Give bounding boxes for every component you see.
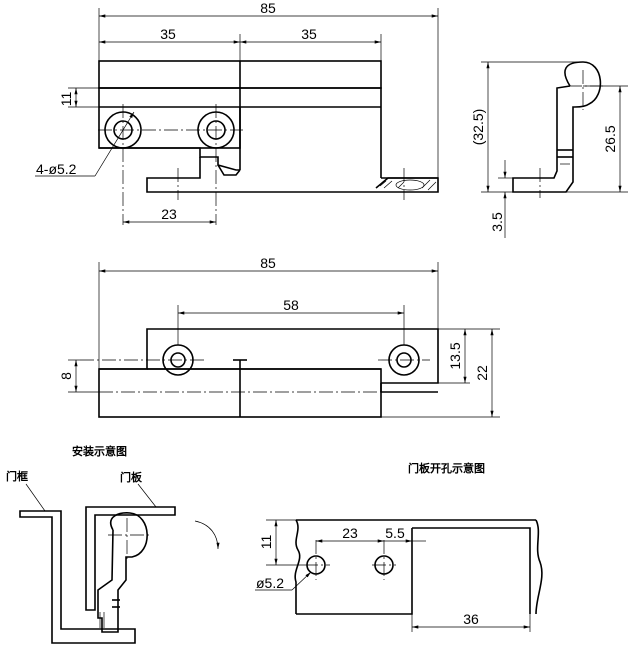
side-view-dimensions: (32.5) 26.5 3.5	[470, 61, 628, 238]
dim-mid-offset: 8	[58, 372, 74, 380]
dim-mid-overall: 85	[260, 255, 276, 271]
panel-title: 门板开孔示意图	[408, 461, 485, 475]
middle-view-dimensions: 85 58 8 13.5 22	[58, 255, 500, 418]
dim-side-ref: (32.5)	[470, 109, 486, 146]
dim-side-thickness: 3.5	[489, 212, 505, 232]
door-panel-label: 门板	[120, 470, 143, 484]
installation-diagram: 安装示意图 门框 门板	[6, 444, 220, 644]
dim-hole-spacing: 23	[161, 206, 177, 222]
top-view-dimensions: 85 35 35 11 4-ø5.2 23	[35, 0, 439, 224]
side-view	[512, 61, 603, 198]
panel-hole-dimensions: 11 23 5.5 ø5.2 36	[255, 519, 531, 632]
dim-top-height: 11	[58, 92, 74, 107]
dim-panel-height: 11	[258, 535, 274, 550]
dim-panel-edge: 36	[463, 611, 479, 627]
install-title: 安装示意图	[72, 444, 127, 458]
dim-side-height: 26.5	[602, 125, 618, 152]
dim-top-right: 35	[301, 26, 317, 42]
dim-top-overall: 85	[260, 0, 276, 16]
dim-panel-hole-x: 23	[342, 525, 358, 541]
dim-panel-hole-gap: 5.5	[385, 525, 405, 541]
dim-mid-hole-spacing: 58	[283, 297, 299, 313]
middle-plan-view	[80, 328, 439, 418]
dim-mid-height: 22	[474, 365, 490, 381]
dim-holes: 4-ø5.2	[36, 161, 77, 177]
panel-hole-diagram: 门板开孔示意图	[294, 461, 543, 615]
top-front-view	[98, 60, 439, 225]
dim-panel-hole-dia: ø5.2	[256, 575, 284, 591]
door-frame-label: 门框	[6, 469, 28, 483]
dim-top-left: 35	[160, 26, 176, 42]
dim-mid-flap: 13.5	[447, 342, 463, 369]
